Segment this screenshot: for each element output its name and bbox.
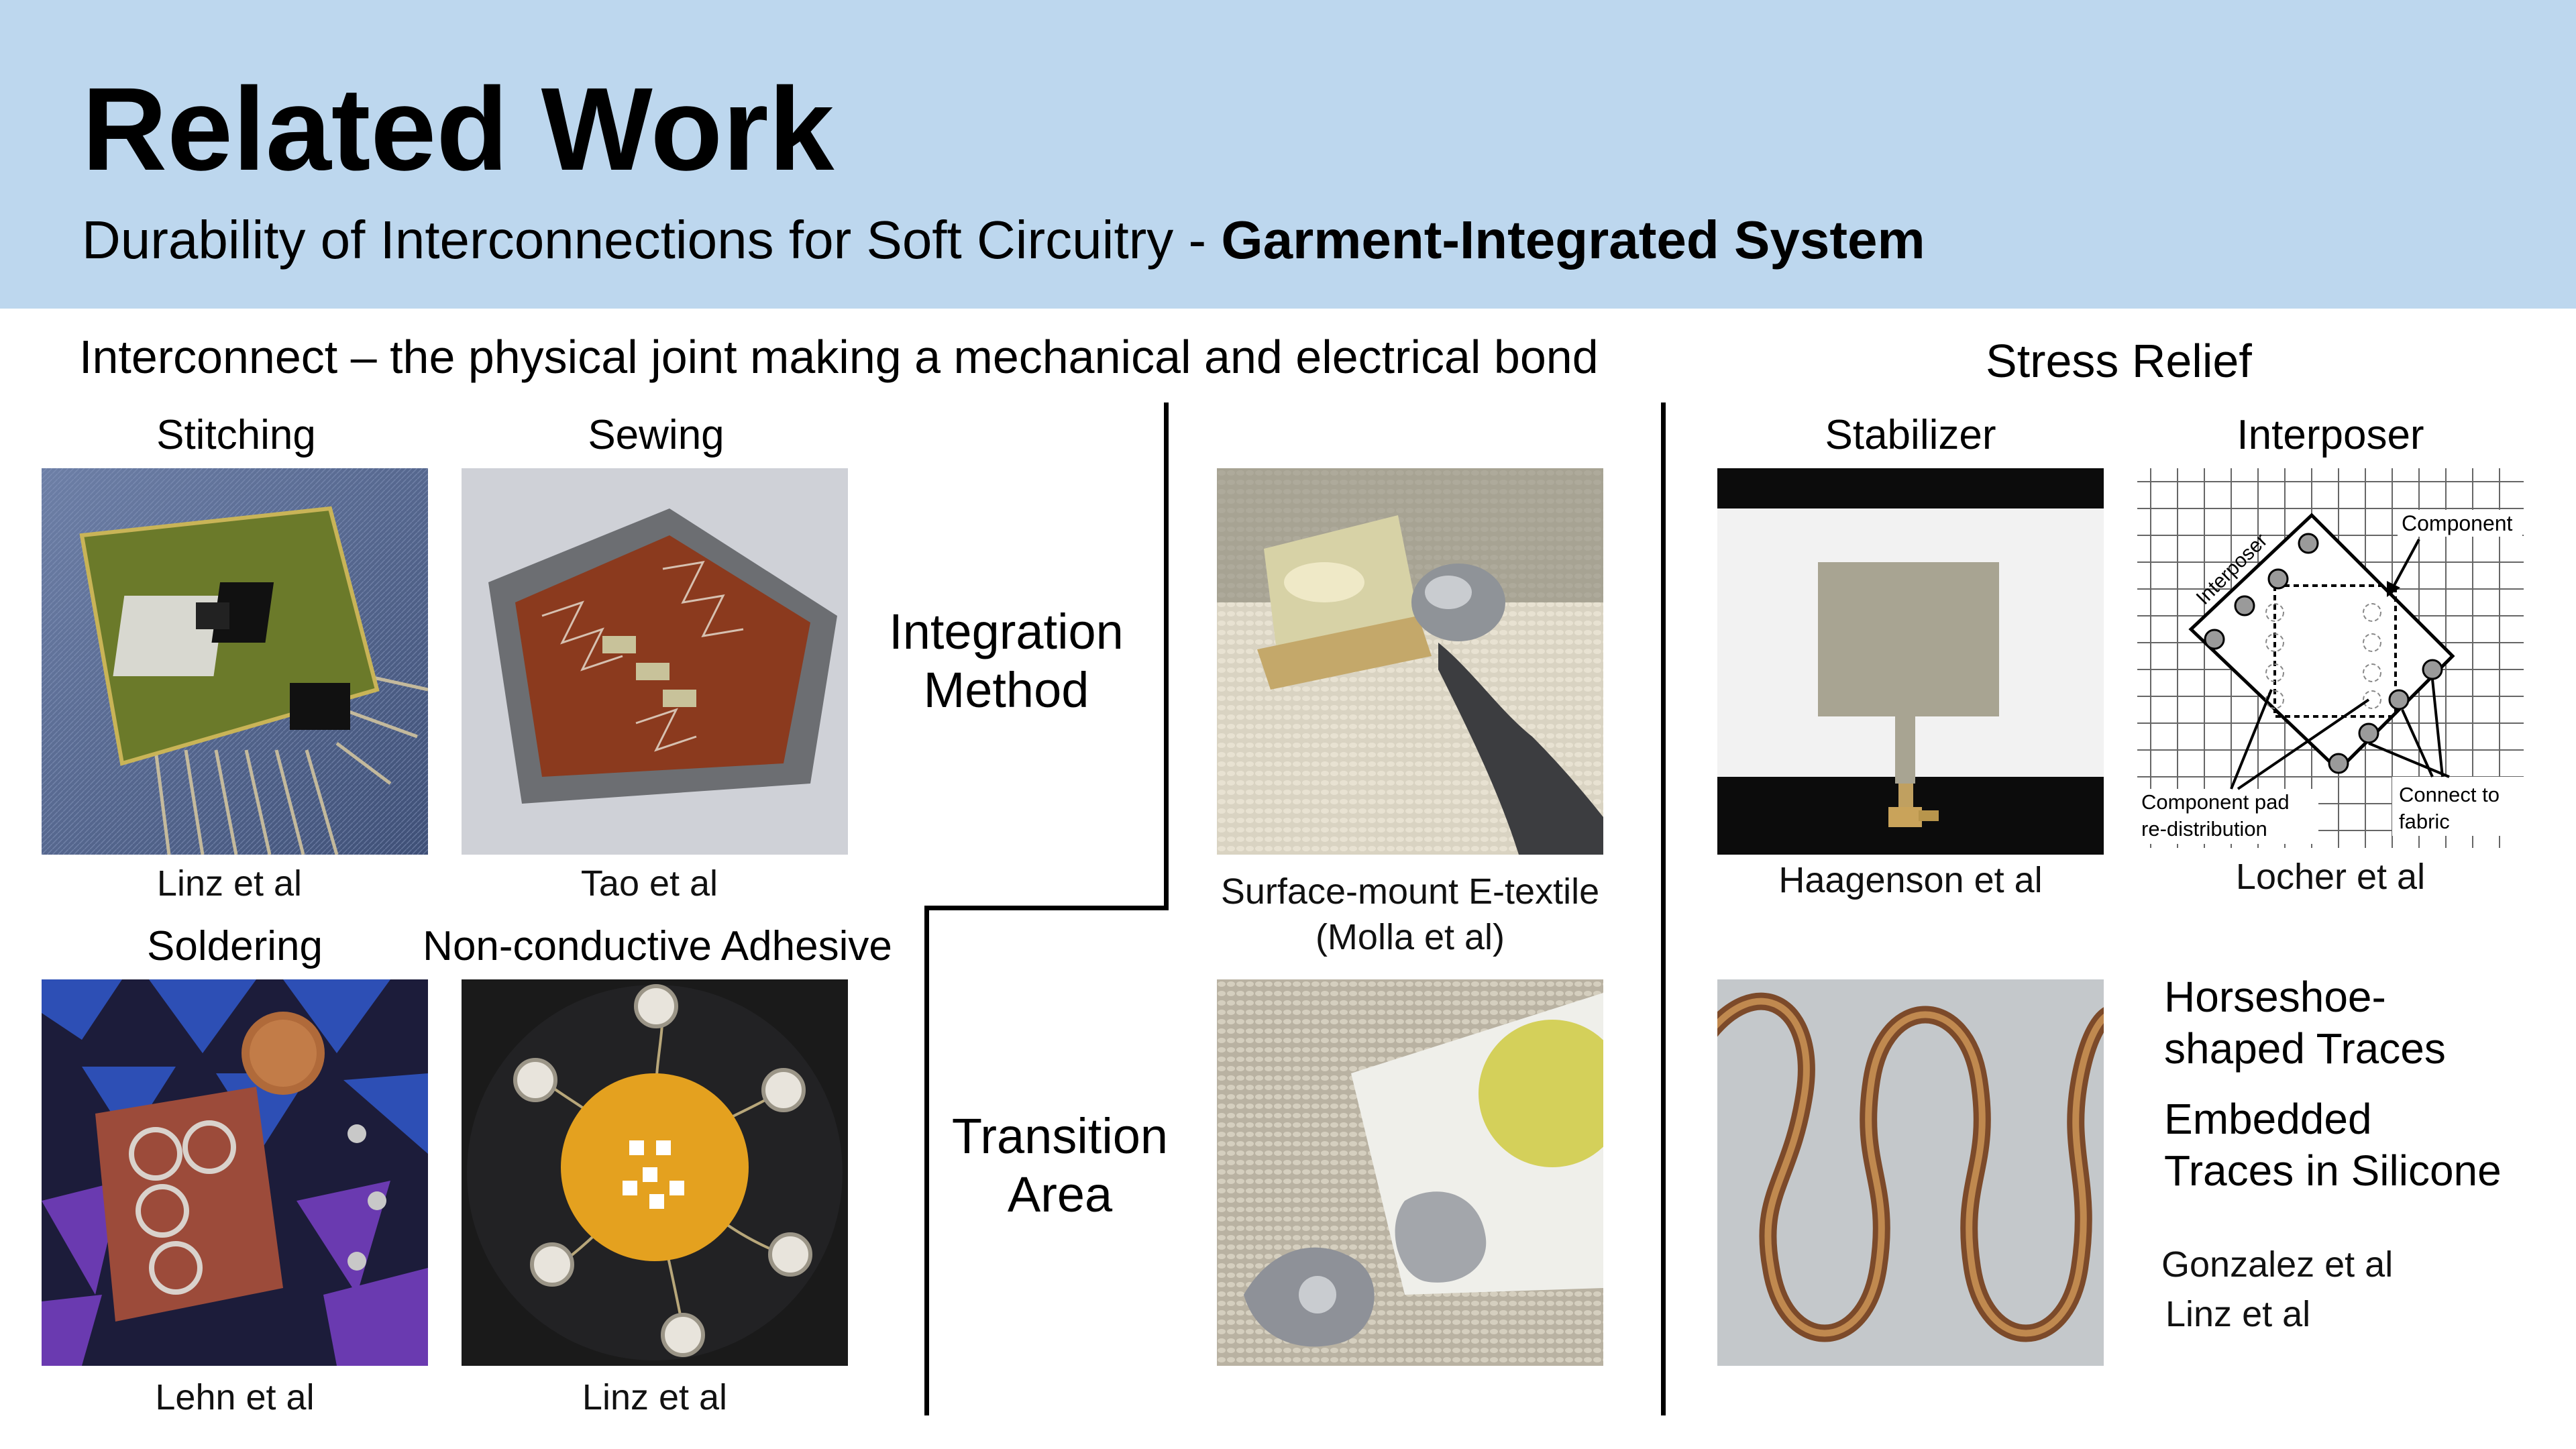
diagram-pad-line-1: Component pad (2141, 790, 2290, 814)
interconnect-heading: Interconnect – the physical joint making… (79, 331, 1599, 383)
diagram-component-text: Component (2402, 511, 2513, 535)
adhesive-photo (462, 979, 848, 1366)
integration-line-2: Method (923, 662, 1089, 718)
transition-area-label: Transition Area (932, 1107, 1187, 1224)
transition-line-2: Area (1007, 1167, 1113, 1223)
stitching-label: Stitching (156, 412, 316, 458)
stabilizer-photo (1717, 468, 2104, 855)
divider-vertical-upper (1164, 402, 1169, 909)
integration-method-label: Integration Method (865, 602, 1147, 720)
embedded-line-2: Traces in Silicone (2164, 1146, 2502, 1195)
surface-mount-photo (1217, 468, 1603, 855)
page-title: Related Work (82, 64, 835, 195)
divider-vertical-lower (924, 906, 929, 1415)
sewing-photo (462, 468, 848, 855)
surface-mount-caption-1: Surface-mount E-textile (1220, 871, 1600, 912)
sewing-caption: Tao et al (580, 863, 718, 904)
adhesive-label: Non-conductive Adhesive (423, 923, 892, 969)
subtitle-bold: Garment-Integrated System (1221, 210, 1925, 270)
stabilizer-label: Stabilizer (1825, 412, 1996, 458)
divider-right (1661, 402, 1666, 1415)
stitching-caption: Linz et al (156, 863, 303, 904)
interposer-diagram: Component Interposer Component pad re-di… (2137, 468, 2524, 848)
horseshoe-line-1: Horseshoe- (2164, 973, 2386, 1021)
reference-gonzalez: Gonzalez et al (2161, 1244, 2394, 1285)
integration-line-1: Integration (889, 604, 1124, 659)
transition-line-1: Transition (951, 1108, 1169, 1164)
embedded-text: Embedded Traces in Silicone (2164, 1093, 2502, 1197)
diagram-connect-line-1: Connect to (2399, 783, 2500, 806)
divider-horizontal-step (924, 906, 1169, 910)
horseshoe-text: Horseshoe- shaped Traces (2164, 971, 2446, 1075)
interposer-caption: Locher et al (2235, 857, 2426, 897)
sewing-label: Sewing (588, 412, 724, 458)
horseshoe-traces-photo (1717, 979, 2104, 1366)
transition-photo (1217, 979, 1603, 1366)
soldering-caption: Lehn et al (155, 1377, 315, 1417)
stabilizer-caption: Haagenson et al (1778, 860, 2043, 900)
diagram-pad-line-2: re-distribution (2141, 817, 2267, 841)
subtitle-main: Durability of Interconnections for Soft … (82, 210, 1222, 270)
surface-mount-caption-2: (Molla et al) (1315, 917, 1505, 957)
stitching-photo (42, 468, 428, 855)
stress-relief-heading: Stress Relief (1986, 335, 2252, 387)
interposer-label: Interposer (2237, 412, 2424, 458)
horseshoe-line-2: shaped Traces (2164, 1024, 2446, 1073)
embedded-line-1: Embedded (2164, 1095, 2372, 1143)
adhesive-caption: Linz et al (582, 1377, 728, 1417)
soldering-photo (42, 979, 428, 1366)
reference-linz: Linz et al (2165, 1294, 2311, 1334)
page-subtitle: Durability of Interconnections for Soft … (82, 213, 1925, 267)
soldering-label: Soldering (147, 923, 323, 969)
diagram-connect-line-2: fabric (2399, 810, 2450, 833)
header-band (0, 0, 2576, 309)
